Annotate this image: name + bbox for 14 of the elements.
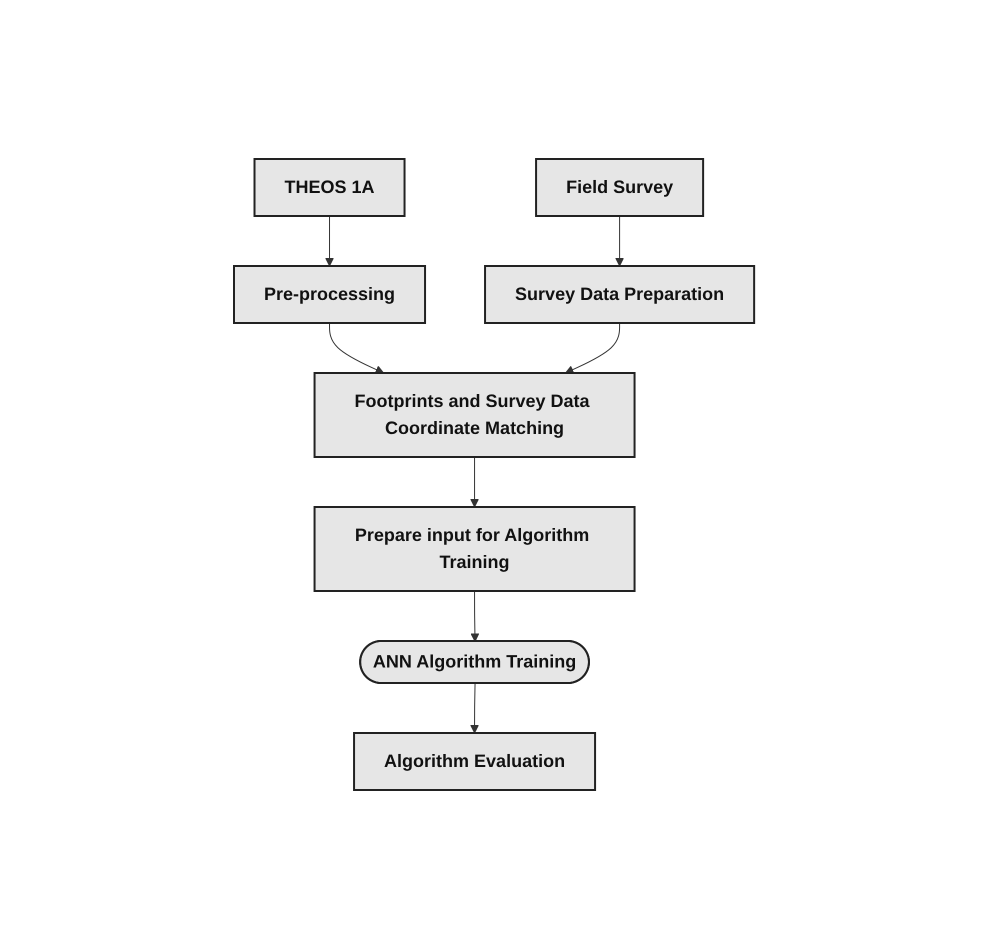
arrow (470, 683, 480, 734)
node-box: Prepare input for Algorithm Training (314, 506, 636, 592)
arrow (616, 216, 624, 266)
node-box: Survey Data Preparation (484, 265, 756, 324)
node-box: THEOS 1A (254, 158, 406, 217)
arrow (470, 590, 480, 642)
arrow (326, 216, 334, 266)
node-box: Algorithm Evaluation (353, 732, 596, 791)
node-box: Pre-processing (233, 265, 426, 324)
arrow (566, 322, 621, 374)
arrow (329, 322, 384, 374)
node-box: Field Survey (536, 158, 705, 217)
arrow (470, 456, 480, 508)
node-box: Footprints and Survey Data Coordinate Matching (314, 372, 636, 458)
